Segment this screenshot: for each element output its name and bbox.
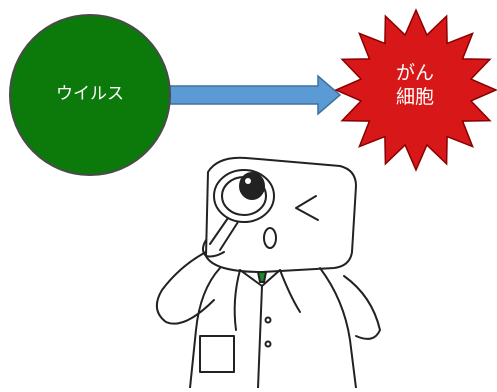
virus-label: ウイルス bbox=[56, 84, 124, 104]
lab-coat bbox=[189, 267, 357, 389]
arrow-virus-to-cell bbox=[165, 74, 342, 116]
magnifier-lens bbox=[213, 169, 275, 223]
scientist-head bbox=[205, 156, 357, 273]
virus-circle bbox=[9, 14, 171, 176]
scientist-illustration bbox=[155, 156, 381, 389]
mouth bbox=[263, 227, 277, 249]
magnifier-handle bbox=[209, 217, 239, 251]
cancer-cell-label: がん 細胞 bbox=[370, 62, 460, 110]
left-arm bbox=[155, 251, 215, 325]
squinting-eye bbox=[295, 195, 319, 221]
coat-button bbox=[264, 340, 272, 348]
tie bbox=[257, 271, 267, 283]
coat-button bbox=[264, 316, 272, 324]
coat-pocket bbox=[199, 335, 235, 373]
cancer-cell-label-line2: 細胞 bbox=[395, 85, 434, 108]
right-arm bbox=[343, 275, 381, 340]
eye-in-lens bbox=[239, 172, 265, 200]
cancer-cell-starburst bbox=[334, 8, 497, 172]
cancer-cell-label-line1: がん bbox=[395, 62, 434, 84]
